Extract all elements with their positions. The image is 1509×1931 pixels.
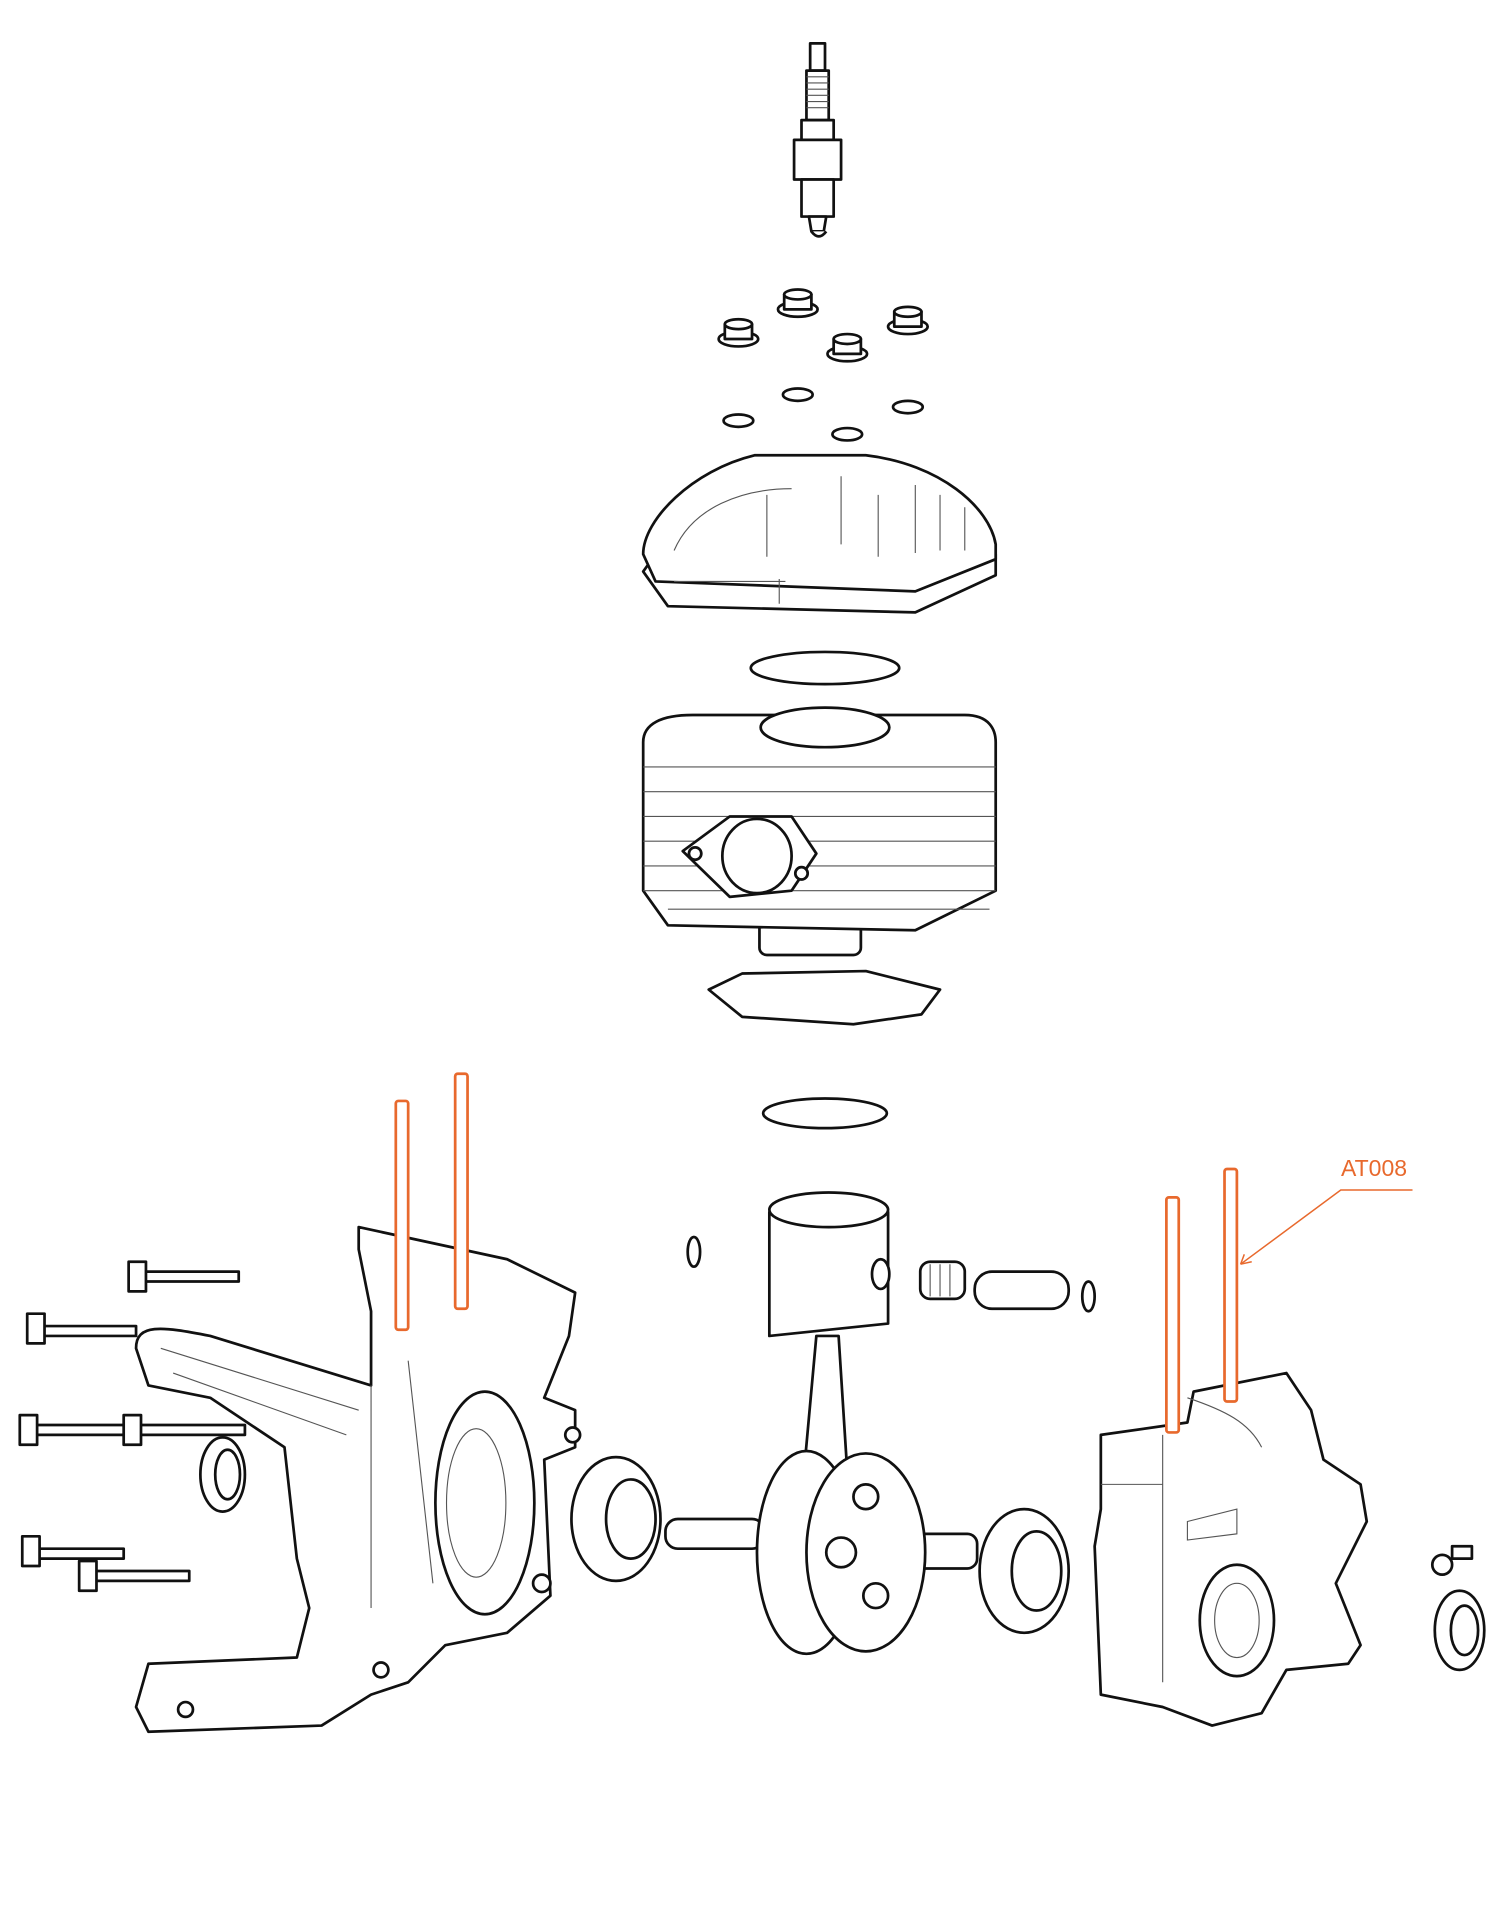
small-screw <box>1430 1544 1474 1577</box>
washers <box>722 387 925 442</box>
oil-seal-right <box>1433 1589 1486 1672</box>
main-bearing-right <box>978 1507 1071 1635</box>
needle-bearing <box>918 1260 967 1301</box>
cylinder <box>641 706 998 957</box>
cylinder-head-o-ring <box>749 650 901 686</box>
crankcase-right-half <box>1093 1371 1369 1727</box>
main-bearing-left <box>570 1455 662 1583</box>
piston-ring <box>761 1097 889 1130</box>
piston <box>767 1191 891 1338</box>
oil-seal-left <box>199 1436 247 1513</box>
cylinder-head-nuts <box>717 288 930 363</box>
piston-pin <box>973 1270 1071 1311</box>
callout-at008-leader <box>1239 1189 1413 1265</box>
circlip-left <box>686 1235 702 1269</box>
callout-label-at008: AT008 <box>1341 1155 1408 1181</box>
circlip-right <box>1080 1280 1097 1313</box>
spark-plug <box>792 42 843 238</box>
crankcase-bolts <box>18 1260 247 1593</box>
cylinder-base-gasket <box>707 969 942 1026</box>
crankcase-studs-highlighted <box>394 1072 1239 1434</box>
cylinder-head <box>641 453 998 614</box>
crankshaft <box>664 1334 979 1656</box>
crankcase-left-half <box>134 1225 582 1734</box>
